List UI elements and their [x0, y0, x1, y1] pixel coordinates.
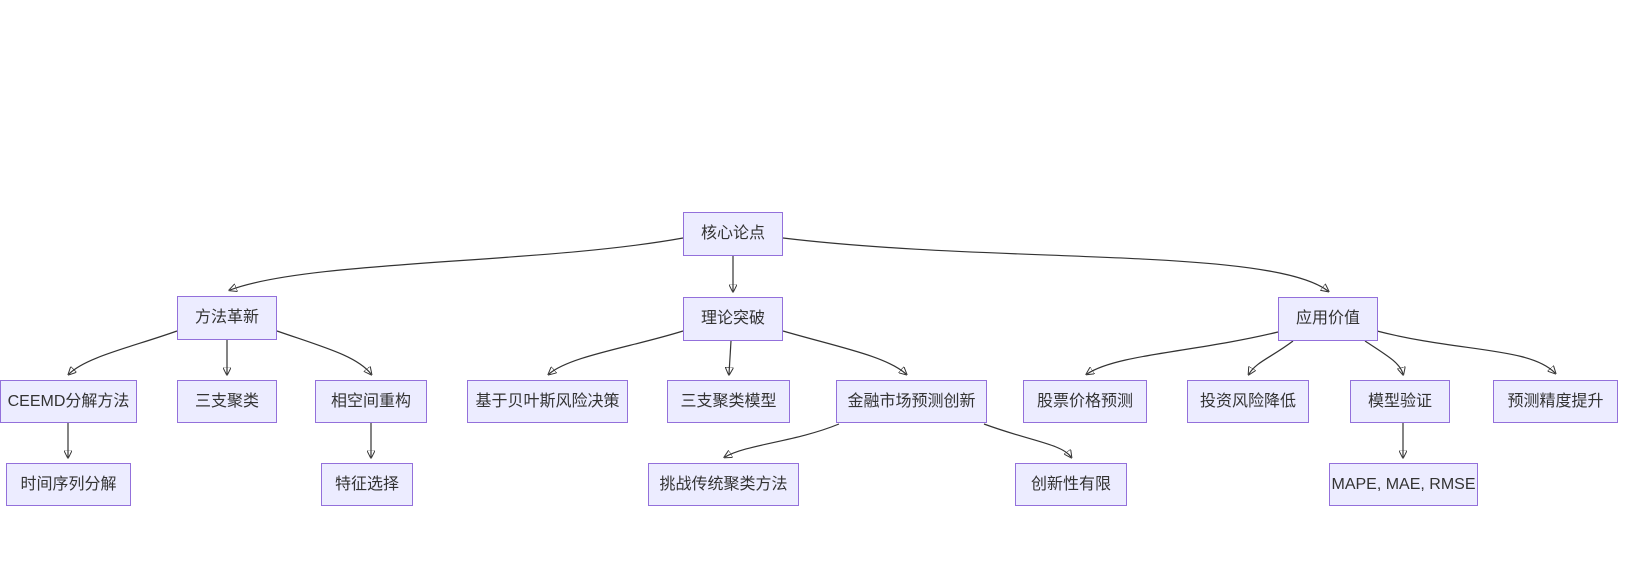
node-limited-innovation: 创新性有限: [1015, 463, 1127, 506]
node-phase-space-reconstruction: 相空间重构: [315, 380, 427, 423]
node-evaluation-metrics: MAPE, MAE, RMSE: [1329, 463, 1478, 506]
node-bayesian-risk-decision: 基于贝叶斯风险决策: [467, 380, 628, 423]
node-application-value: 应用价值: [1278, 297, 1378, 341]
edge-core-to-application: [782, 237, 1328, 291]
edge-application-to-riskreduce: [1249, 340, 1294, 374]
node-three-way-clustering-model: 三支聚类模型: [667, 380, 790, 423]
node-investment-risk-reduction: 投资风险降低: [1187, 380, 1309, 423]
node-three-way-clustering: 三支聚类: [177, 380, 277, 423]
edge-theory-to-threewaymodel: [729, 340, 731, 374]
edge-financeinnov-to-challenge: [725, 423, 840, 457]
edge-application-to-modelvalid: [1364, 340, 1403, 374]
edge-method-to-ceemd: [69, 330, 178, 374]
node-theory-breakthrough: 理论突破: [683, 297, 783, 341]
node-stock-price-prediction: 股票价格预测: [1023, 380, 1147, 423]
edge-application-to-accuracy: [1376, 330, 1555, 373]
edge-core-to-method: [230, 237, 684, 290]
node-core-thesis: 核心论点: [683, 212, 783, 256]
node-model-validation: 模型验证: [1350, 380, 1450, 423]
node-prediction-accuracy-improvement: 预测精度提升: [1493, 380, 1618, 423]
edge-theory-to-bayes: [549, 330, 684, 374]
node-method-innovation: 方法革新: [177, 296, 277, 340]
node-challenge-traditional-clustering: 挑战传统聚类方法: [648, 463, 799, 506]
node-time-series-decomposition: 时间序列分解: [6, 463, 131, 506]
edge-application-to-stockpred: [1087, 331, 1279, 374]
edge-financeinnov-to-limited: [983, 423, 1071, 457]
edge-method-to-phasespace: [276, 330, 371, 374]
node-ceemd-decomposition: CEEMD分解方法: [0, 380, 137, 423]
node-feature-selection: 特征选择: [321, 463, 413, 506]
edge-theory-to-financeinnov: [782, 330, 906, 374]
node-financial-market-prediction-innovation: 金融市场预测创新: [836, 380, 987, 423]
